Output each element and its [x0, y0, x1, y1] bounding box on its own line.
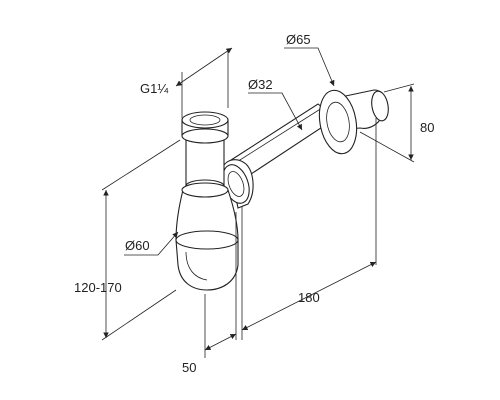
dimension-cup-diameter: Ø60 [124, 231, 179, 256]
dimension-rosette-diameter: Ø65 [284, 32, 335, 87]
dimension-thread: G1¼ [140, 47, 233, 118]
height-range-label: 120-170 [74, 280, 122, 295]
siphon-upper-body [175, 182, 239, 241]
length-label: 180 [298, 290, 320, 305]
dimension-offset: 50 [182, 212, 237, 375]
wall-rosette [318, 89, 389, 155]
thread-label: G1¼ [140, 81, 168, 96]
dimension-length: 180 [241, 118, 377, 340]
dimension-rosette-height: 80 [359, 83, 434, 163]
dimension-height-range: 120-170 [74, 139, 181, 341]
dimension-pipe-diameter: Ø32 [248, 77, 303, 131]
siphon-part [175, 89, 389, 291]
rosette-diameter-label: Ø65 [286, 32, 311, 47]
cup-diameter-label: Ø60 [125, 238, 150, 253]
inlet-tube [181, 111, 229, 193]
siphon-cup [175, 230, 239, 291]
offset-label: 50 [182, 360, 196, 375]
pipe-diameter-label: Ø32 [248, 77, 273, 92]
rosette-height-label: 80 [420, 120, 434, 135]
